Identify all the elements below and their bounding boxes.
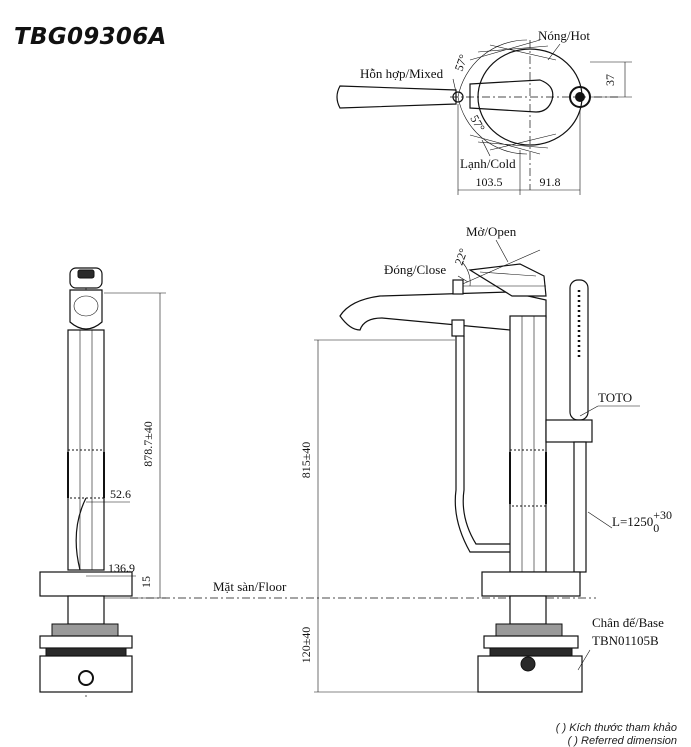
side-flange: [481, 571, 581, 597]
angle-cold-label: 57°: [467, 113, 488, 135]
footnote-en: ( ) Referred dimension: [567, 735, 677, 747]
front-valve-body: [69, 289, 103, 330]
footnote-vi: ( ) Kích thước tham khảo: [555, 722, 677, 734]
front-base-screw: [78, 670, 94, 686]
dim-136-9: 136.9: [108, 561, 135, 575]
top-lever-handle: [336, 85, 457, 109]
front-base-top: [51, 623, 119, 637]
side-spout: [339, 291, 547, 331]
model-title: TBG09306A: [14, 24, 167, 50]
dim-815: 815±40: [299, 442, 313, 479]
angle-open-label: 22°: [452, 246, 471, 267]
dim-52-6: 52.6: [110, 487, 131, 501]
side-holder: [545, 419, 593, 443]
base-label: Chân đế/Base: [592, 615, 664, 630]
top-view: 37 103.5 91.8 Nóng/Hot Hỗn hợp/Mixed Lạn…: [336, 28, 632, 195]
hose-length-label: L=12500+30: [612, 508, 672, 535]
floor-label: Mặt sàn/Floor: [213, 579, 287, 594]
front-base: [39, 655, 133, 693]
side-view: 815±40 120±40 Mở/Open Đóng/Close 22° TOT…: [299, 224, 672, 693]
mixed-label: Hỗn hợp/Mixed: [360, 66, 444, 81]
dim-91-8: 91.8: [540, 175, 561, 189]
side-base-outlet: [520, 656, 536, 672]
dim-37: 37: [603, 74, 617, 86]
dim-103-5: 103.5: [476, 175, 503, 189]
top-lever-head: [469, 79, 554, 113]
cold-label: Lạnh/Cold: [460, 156, 516, 171]
dim-120: 120±40: [299, 627, 313, 664]
dim-15: 15: [139, 576, 153, 588]
open-label: Mở/Open: [466, 224, 517, 239]
base-code: TBN01105B: [592, 633, 659, 648]
hot-label: Nóng/Hot: [538, 28, 590, 43]
angle-hot-label: 57°: [452, 52, 471, 73]
front-view: 878.7±40 52.6 136.9 15: [39, 267, 166, 700]
front-flange: [39, 571, 133, 597]
dim-878-7: 878.7±40: [141, 421, 155, 467]
hot-swing-arc: [457, 39, 528, 98]
close-label: Đóng/Close: [384, 262, 446, 277]
toto-label: TOTO: [598, 390, 632, 405]
side-column: [509, 315, 547, 573]
side-lever: [468, 263, 547, 297]
cold-swing-arc: [457, 96, 528, 155]
